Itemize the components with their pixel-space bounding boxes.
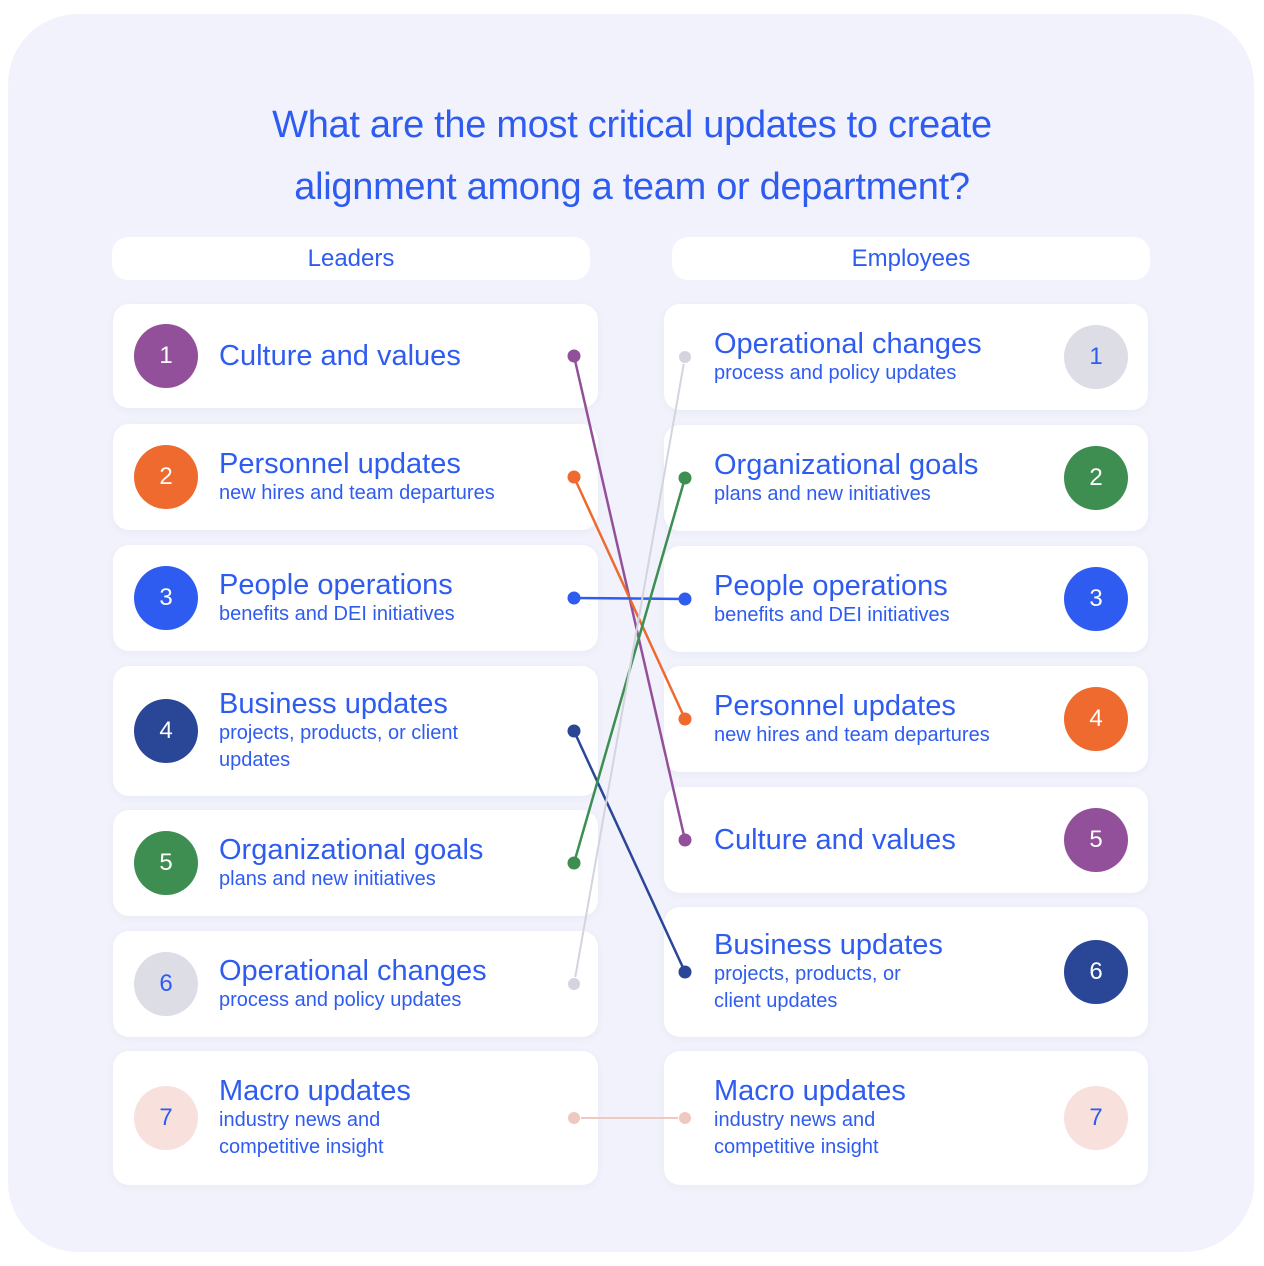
leaders-item-label: Organizational goals <box>219 834 484 866</box>
employees-rank-badge: 2 <box>1064 446 1128 510</box>
leaders-rank-badge: 7 <box>134 1086 198 1150</box>
employees-rank-badge: 7 <box>1064 1086 1128 1150</box>
leaders-rank-badge: 4 <box>134 699 198 763</box>
leaders-item-label: Business updates <box>219 688 448 720</box>
leaders-item-description: competitive insight <box>219 1136 384 1158</box>
connector-dot-right-goals <box>678 471 692 485</box>
connector-dot-left-business <box>567 724 581 738</box>
leaders-item-text: Culture and values <box>219 340 461 372</box>
leaders-item-description: plans and new initiatives <box>219 868 436 890</box>
employees-rank-badge: 5 <box>1064 808 1128 872</box>
connector-dot-left-operational <box>567 977 581 991</box>
employees-item-label: Organizational goals <box>714 449 979 481</box>
employees-item-description: client updates <box>714 990 838 1012</box>
employees-item-description: plans and new initiatives <box>714 483 931 505</box>
leaders-item-description: projects, products, or client <box>219 722 458 744</box>
employees-item-description: new hires and team departures <box>714 724 990 746</box>
connector-dot-right-business <box>678 965 692 979</box>
leaders-item-description: process and policy updates <box>219 989 462 1011</box>
employees-item-label: Macro updates <box>714 1075 906 1107</box>
leaders-item-description: benefits and DEI initiatives <box>219 603 455 625</box>
employees-item-label: Business updates <box>714 929 943 961</box>
connector-dot-left-people <box>567 591 581 605</box>
connector-dot-right-culture <box>678 833 692 847</box>
employees-item-description: projects, products, or <box>714 963 901 985</box>
leaders-item-label: Operational changes <box>219 955 487 987</box>
leaders-item-description: industry news and <box>219 1109 381 1131</box>
employees-item-label: People operations <box>714 570 948 602</box>
employees-card-culture: 5 Culture and values <box>664 787 1148 893</box>
leaders-rank-badge: 5 <box>134 831 198 895</box>
employees-item-description: competitive insight <box>714 1136 879 1158</box>
employees-item-text: Culture and values <box>714 824 956 856</box>
leaders-item-label: Macro updates <box>219 1075 411 1107</box>
connector-business <box>572 730 687 973</box>
employees-item-label: Culture and values <box>714 824 956 856</box>
title-line-1: What are the most critical updates to cr… <box>272 104 992 146</box>
title-line-2: alignment among a team or department? <box>294 166 970 208</box>
employees-rank-badge: 3 <box>1064 567 1128 631</box>
leaders-rank-badge: 1 <box>134 324 198 388</box>
connector-dot-left-personnel <box>567 470 581 484</box>
employees-item-description: benefits and DEI initiatives <box>714 604 950 626</box>
connector-dot-right-operational <box>678 350 692 364</box>
employees-item-description: industry news and <box>714 1109 876 1131</box>
employees-rank-badge: 6 <box>1064 940 1128 1004</box>
employees-item-label: Personnel updates <box>714 690 956 722</box>
employees-rank-badge: 1 <box>1064 325 1128 389</box>
leaders-rank-badge: 2 <box>134 445 198 509</box>
leaders-rank-badge: 6 <box>134 952 198 1016</box>
employees-column-header: Employees <box>672 237 1150 280</box>
employees-rank-badge: 4 <box>1064 687 1128 751</box>
connector-people <box>573 596 686 601</box>
page-title: What are the most critical updates to cr… <box>0 94 1264 218</box>
leaders-item-label: People operations <box>219 569 453 601</box>
leaders-item-label: Culture and values <box>219 340 461 372</box>
leaders-item-label: Personnel updates <box>219 448 461 480</box>
connector-dot-left-macro <box>567 1111 581 1125</box>
leaders-rank-badge: 3 <box>134 566 198 630</box>
leaders-item-description: new hires and team departures <box>219 482 495 504</box>
employees-item-description: process and policy updates <box>714 362 957 384</box>
connector-dot-right-people <box>678 592 692 606</box>
connector-operational <box>573 356 686 985</box>
leaders-item-description: updates <box>219 749 291 771</box>
leaders-card-culture: 1 Culture and values <box>113 304 598 408</box>
connector-dot-right-macro <box>678 1111 692 1125</box>
leaders-column-header: Leaders <box>112 237 590 280</box>
employees-item-label: Operational changes <box>714 328 982 360</box>
connector-dot-left-goals <box>567 856 581 870</box>
connector-dot-right-personnel <box>678 712 692 726</box>
connector-dot-left-culture <box>567 349 581 363</box>
